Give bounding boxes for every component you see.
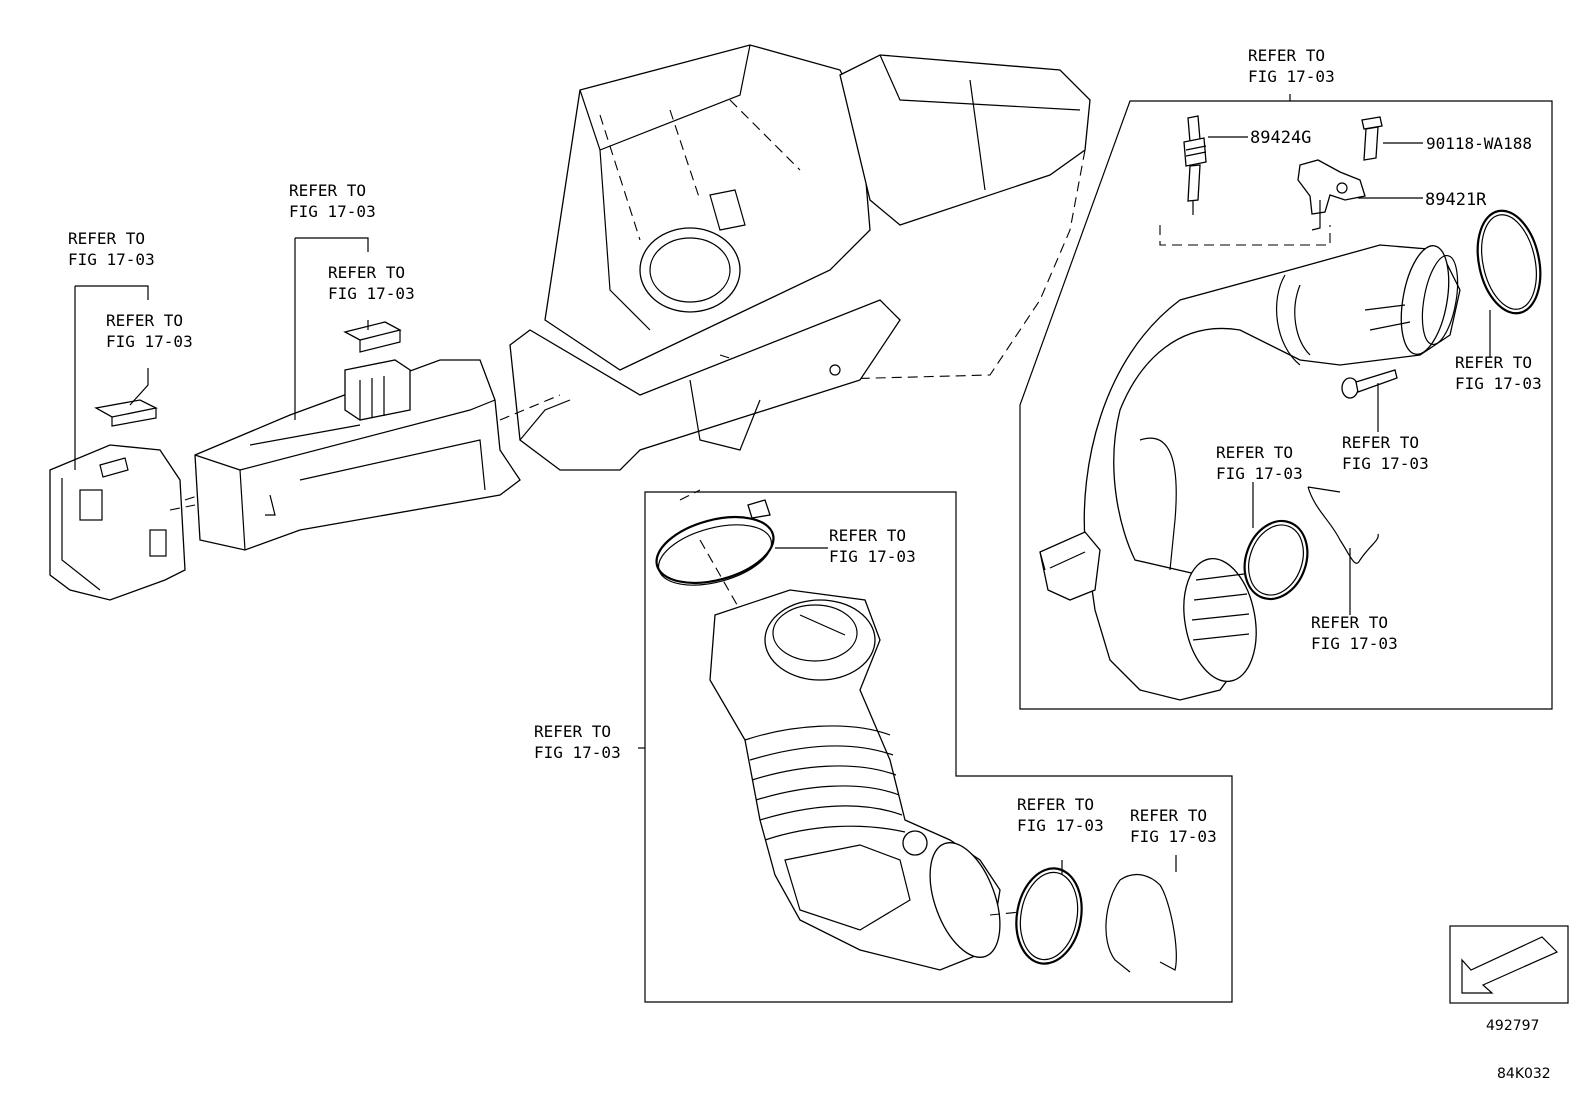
clip-center [343, 321, 411, 421]
front-arrow-icon [1449, 925, 1569, 1004]
illustration-number: 492797 [1486, 1018, 1539, 1034]
o-ring-lower [1015, 867, 1083, 965]
part-number-90118-wa188[interactable]: 90118-WA188 [1426, 134, 1532, 153]
svg-text:FIG 17-03: FIG 17-03 [1342, 454, 1429, 473]
intake-hose [709, 589, 1001, 971]
svg-text:FIG 17-03: FIG 17-03 [1311, 634, 1398, 653]
svg-text:FIG 17-03: FIG 17-03 [1130, 827, 1217, 846]
leader-lines [74, 136, 1491, 875]
svg-text:REFER TO: REFER TO [829, 526, 906, 545]
o-ring-mid [1243, 519, 1309, 601]
sensor-89421 [1297, 159, 1366, 231]
svg-text:REFER TO: REFER TO [1216, 443, 1293, 462]
refer-label-10: REFER TO FIG 17-03 [1455, 353, 1542, 393]
sensor-89424 [1183, 115, 1207, 215]
refer-label-4: REFER TO FIG 17-03 [328, 263, 415, 303]
figure-code: 84K032 [1497, 1066, 1551, 1082]
refer-label-7: REFER TO FIG 17-03 [1017, 795, 1104, 835]
clip-left [94, 399, 158, 427]
svg-text:REFER TO: REFER TO [1342, 433, 1419, 452]
refer-label-3: REFER TO FIG 17-03 [289, 181, 376, 221]
air-cleaner-housing [509, 44, 1091, 471]
svg-text:FIG 17-03: FIG 17-03 [68, 250, 155, 269]
refer-label-9: REFER TO FIG 17-03 [1248, 46, 1335, 86]
svg-text:FIG 17-03: FIG 17-03 [1216, 464, 1303, 483]
svg-text:REFER TO: REFER TO [534, 722, 611, 741]
inlet-duct [194, 359, 521, 551]
svg-text:FIG 17-03: FIG 17-03 [1248, 67, 1335, 86]
part-number-89421r[interactable]: 89421R [1425, 190, 1487, 210]
bolt-flange [1341, 369, 1398, 399]
retainer-clip-right [1307, 486, 1379, 564]
refer-label-5: REFER TO FIG 17-03 [829, 526, 916, 566]
inset-frame-center [638, 491, 1233, 1003]
o-ring-upper [1476, 209, 1542, 315]
svg-text:REFER TO: REFER TO [328, 263, 405, 282]
svg-text:REFER TO: REFER TO [1130, 806, 1207, 825]
svg-text:FIG 17-03: FIG 17-03 [289, 202, 376, 221]
inlet-snorkel [49, 444, 186, 601]
refer-label-1: REFER TO FIG 17-03 [68, 229, 155, 269]
svg-text:FIG 17-03: FIG 17-03 [534, 743, 621, 762]
svg-text:FIG 17-03: FIG 17-03 [328, 284, 415, 303]
refer-label-11: REFER TO FIG 17-03 [1342, 433, 1429, 473]
retainer-clip-lower [1105, 873, 1177, 973]
refer-label-8: REFER TO FIG 17-03 [1130, 806, 1217, 846]
svg-text:REFER TO: REFER TO [289, 181, 366, 200]
refer-label-2: REFER TO FIG 17-03 [106, 311, 193, 351]
inset-frame-right [1019, 94, 1553, 710]
refer-label-12: REFER TO FIG 17-03 [1216, 443, 1303, 483]
svg-text:FIG 17-03: FIG 17-03 [1455, 374, 1542, 393]
refer-label-6: REFER TO FIG 17-03 [534, 722, 621, 762]
svg-text:REFER TO: REFER TO [1455, 353, 1532, 372]
svg-text:FIG 17-03: FIG 17-03 [106, 332, 193, 351]
hose-clamp-small [1039, 531, 1101, 601]
svg-text:FIG 17-03: FIG 17-03 [1017, 816, 1104, 835]
refer-label-13: REFER TO FIG 17-03 [1311, 613, 1398, 653]
svg-text:FIG 17-03: FIG 17-03 [829, 547, 916, 566]
svg-text:REFER TO: REFER TO [106, 311, 183, 330]
svg-text:REFER TO: REFER TO [68, 229, 145, 248]
bolt-90118 [1361, 116, 1383, 161]
svg-text:REFER TO: REFER TO [1017, 795, 1094, 814]
clamp-large [655, 499, 775, 586]
svg-text:REFER TO: REFER TO [1248, 46, 1325, 65]
svg-text:REFER TO: REFER TO [1311, 613, 1388, 632]
part-number-89424g[interactable]: 89424G [1250, 128, 1311, 148]
mass-air-flow-hose [1083, 244, 1461, 701]
